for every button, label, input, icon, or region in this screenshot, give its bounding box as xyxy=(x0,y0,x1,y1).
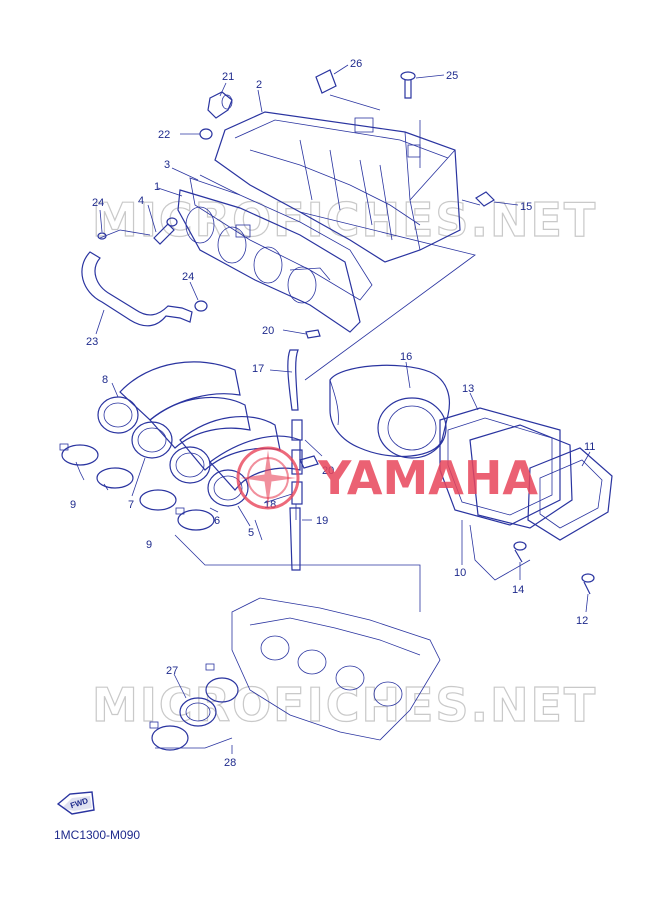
callout-1: 1 xyxy=(154,181,160,193)
callout-2: 2 xyxy=(256,79,262,91)
callout-24b: 24 xyxy=(182,271,194,283)
callout-14: 14 xyxy=(512,584,524,596)
callout-9b: 9 xyxy=(146,539,152,551)
nut-15 xyxy=(475,191,495,207)
callout-16: 16 xyxy=(400,351,412,363)
callout-labels: 1 2 3 4 5 6 7 8 9 9 10 11 12 13 14 15 16… xyxy=(70,58,595,769)
watermark-bottom: MICROFICHES.NET xyxy=(92,678,597,732)
callout-11: 11 xyxy=(584,441,595,453)
callout-22: 22 xyxy=(158,129,170,141)
clip-22 xyxy=(199,128,213,140)
callout-25: 25 xyxy=(446,70,458,82)
callout-20b: 20 xyxy=(322,465,334,477)
callout-13: 13 xyxy=(462,383,474,395)
callout-28: 28 xyxy=(224,757,236,769)
callout-21: 21 xyxy=(222,71,234,83)
forward-arrow: FWD xyxy=(56,791,95,815)
bracket-26 xyxy=(315,69,337,94)
callout-7: 7 xyxy=(128,499,134,511)
air-filter-16 xyxy=(329,364,451,459)
joint-27-clamps-28 xyxy=(149,663,239,751)
watermark-top: MICROFICHES.NET xyxy=(92,193,597,247)
callout-5: 5 xyxy=(248,527,254,539)
air-box-assembly xyxy=(177,111,461,333)
throttle-body xyxy=(231,597,441,741)
callout-6: 6 xyxy=(214,515,220,527)
guide-lines xyxy=(75,94,531,749)
callout-19: 19 xyxy=(316,515,328,527)
callout-26: 26 xyxy=(350,58,362,70)
brand-logo-text: YAMAHA xyxy=(317,451,538,505)
hose-23 xyxy=(81,251,193,327)
callout-4: 4 xyxy=(138,195,144,207)
bolts-14-12 xyxy=(513,541,595,595)
callout-9a: 9 xyxy=(70,499,76,511)
clip-20 xyxy=(305,329,321,339)
callout-27: 27 xyxy=(166,665,178,677)
callout-8: 8 xyxy=(102,374,108,386)
bolt-4 xyxy=(153,217,178,245)
clamps-9 xyxy=(59,443,215,531)
yamaha-logo: YAMAHA xyxy=(236,446,538,510)
callout-10: 10 xyxy=(454,567,466,579)
bolt-25 xyxy=(400,71,416,99)
callout-12: 12 xyxy=(576,615,588,627)
callout-3: 3 xyxy=(164,159,170,171)
callout-20a: 20 xyxy=(262,325,274,337)
clip-20-mid xyxy=(299,455,319,469)
callout-17: 17 xyxy=(252,363,264,375)
leader-lines xyxy=(95,64,591,754)
callout-23: 23 xyxy=(86,336,98,348)
callout-24a: 24 xyxy=(92,197,104,209)
figure-code: 1MC1300-M090 xyxy=(54,828,140,842)
callout-15: 15 xyxy=(520,201,532,213)
filter-cover-parts xyxy=(439,407,613,541)
